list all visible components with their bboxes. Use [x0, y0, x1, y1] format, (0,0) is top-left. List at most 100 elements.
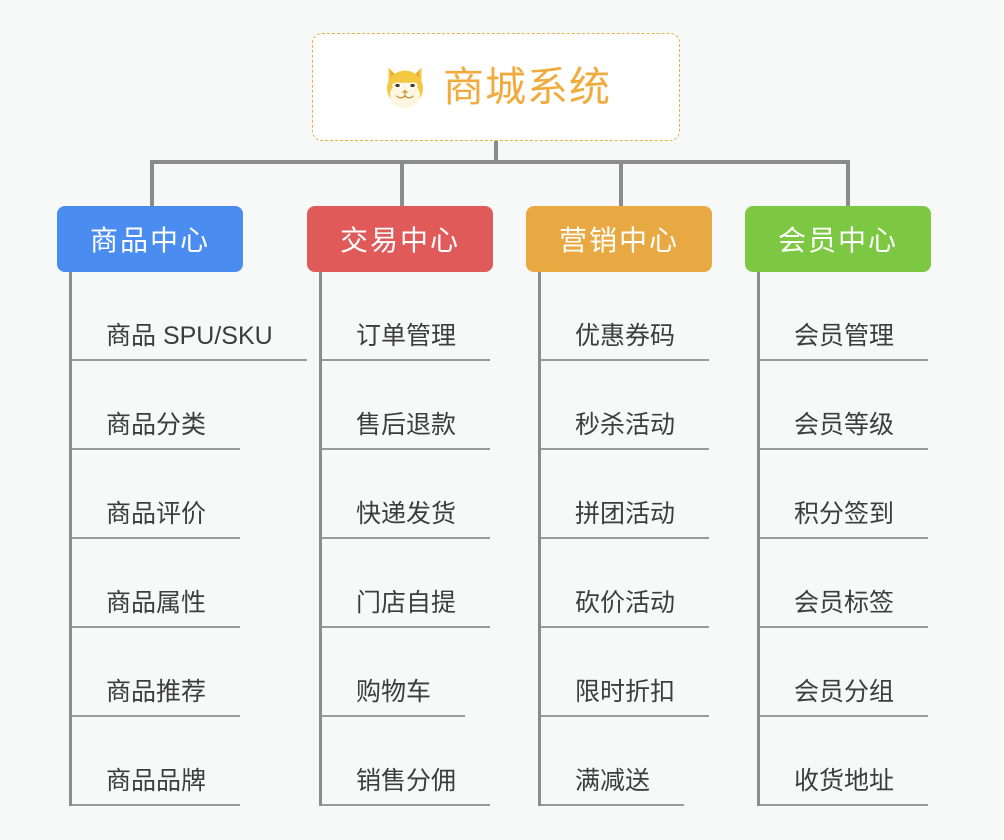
leaf-underline: 购物车: [322, 677, 466, 717]
branch-items: 订单管理售后退款快递发货门店自提购物车销售分佣: [319, 272, 493, 806]
branch-header[interactable]: 交易中心: [307, 206, 493, 272]
leaf-label: 优惠券码: [575, 321, 676, 350]
leaf-underline: 商品品牌: [72, 766, 241, 806]
leaf-node[interactable]: 购物车: [319, 628, 493, 717]
leaf-underline: 门店自提: [322, 589, 491, 628]
connector-stem: [494, 141, 498, 163]
branch-header-label: 交易中心: [339, 225, 460, 256]
leaf-label: 限时折扣: [575, 677, 676, 706]
leaf-node[interactable]: 会员等级: [757, 361, 931, 450]
leaf-underline: 限时折扣: [541, 677, 710, 717]
shiba-dog-icon: [387, 67, 423, 108]
leaf-label: 商品分类: [106, 410, 207, 439]
leaf-underline: 商品评价: [72, 499, 241, 539]
connector-bar: [150, 160, 850, 164]
leaf-label: 砍价活动: [575, 588, 676, 617]
leaf-label: 拼团活动: [575, 499, 676, 528]
branch-items: 商品 SPU/SKU 商品分类商品评价商品属性商品推荐商品品牌: [69, 272, 307, 806]
leaf-node[interactable]: 秒杀活动: [538, 361, 712, 450]
leaf-underline: 商品 SPU/SKU: [72, 321, 307, 361]
branch-header[interactable]: 会员中心: [745, 206, 931, 272]
leaf-label: 快递发货: [356, 499, 457, 528]
leaf-node[interactable]: 售后退款: [319, 361, 493, 450]
leaf-label: 收货地址: [794, 766, 895, 795]
leaf-underline: 会员等级: [760, 410, 929, 450]
branch-header[interactable]: 营销中心: [526, 206, 712, 272]
root-title: 商城系统: [443, 63, 611, 110]
leaf-label: 会员等级: [794, 410, 895, 439]
leaf-node[interactable]: 商品评价: [69, 450, 307, 539]
leaf-node[interactable]: 销售分佣: [319, 717, 493, 806]
leaf-node[interactable]: 收货地址: [757, 717, 931, 806]
leaf-node[interactable]: 订单管理: [319, 272, 493, 361]
leaf-label: 满减送: [575, 766, 651, 795]
leaf-node[interactable]: 满减送: [538, 717, 712, 806]
leaf-underline: 秒杀活动: [541, 410, 710, 450]
leaf-underline: 会员标签: [760, 588, 929, 628]
branch-column-3: 营销中心优惠券码秒杀活动拼团活动砍价活动限时折扣满减送: [526, 206, 712, 806]
leaf-underline: 销售分佣: [322, 766, 491, 806]
branch-spine: [319, 272, 322, 806]
leaf-label: 商品评价: [106, 499, 207, 528]
leaf-underline: 商品推荐: [72, 677, 241, 717]
connector-drop-3: [619, 160, 623, 206]
branch-spine: [69, 272, 72, 806]
leaf-node[interactable]: 商品品牌: [69, 717, 307, 806]
leaf-underline: 拼团活动: [541, 499, 710, 539]
branch-column-2: 交易中心订单管理售后退款快递发货门店自提购物车销售分佣: [307, 206, 493, 806]
leaf-label: 商品推荐: [106, 677, 207, 706]
leaf-label: 积分签到: [794, 499, 895, 528]
leaf-node[interactable]: 会员管理: [757, 272, 931, 361]
leaf-node[interactable]: 商品分类: [69, 361, 307, 450]
leaf-node[interactable]: 优惠券码: [538, 272, 712, 361]
leaf-label: 会员管理: [794, 321, 895, 350]
leaf-underline: 售后退款: [322, 410, 491, 450]
leaf-label: 商品品牌: [106, 766, 207, 795]
leaf-label: 会员标签: [794, 588, 895, 617]
branch-header-label: 营销中心: [558, 225, 679, 256]
leaf-underline: 优惠券码: [541, 321, 710, 361]
leaf-underline: 订单管理: [322, 321, 491, 361]
leaf-underline: 商品分类: [72, 410, 241, 450]
leaf-underline: 砍价活动: [541, 588, 710, 628]
branch-spine: [757, 272, 760, 806]
branch-spine: [538, 272, 541, 806]
branch-items: 优惠券码秒杀活动拼团活动砍价活动限时折扣满减送: [538, 272, 712, 806]
leaf-label: 会员分组: [794, 677, 895, 706]
leaf-underline: 满减送: [541, 766, 685, 806]
branch-header-label: 会员中心: [777, 225, 898, 256]
leaf-node[interactable]: 会员标签: [757, 539, 931, 628]
leaf-node[interactable]: 积分签到: [757, 450, 931, 539]
leaf-node[interactable]: 商品属性: [69, 539, 307, 628]
leaf-node[interactable]: 限时折扣: [538, 628, 712, 717]
connector-drop-4: [846, 160, 850, 206]
connector-drop-1: [150, 160, 154, 206]
leaf-node[interactable]: 拼团活动: [538, 450, 712, 539]
branch-column-4: 会员中心会员管理会员等级积分签到会员标签会员分组收货地址: [745, 206, 931, 806]
leaf-node[interactable]: 商品 SPU/SKU: [69, 272, 307, 361]
branch-items: 会员管理会员等级积分签到会员标签会员分组收货地址: [757, 272, 931, 806]
leaf-label: 售后退款: [356, 410, 457, 439]
leaf-node[interactable]: 商品推荐: [69, 628, 307, 717]
leaf-node[interactable]: 会员分组: [757, 628, 931, 717]
leaf-node[interactable]: 快递发货: [319, 450, 493, 539]
leaf-node[interactable]: 砍价活动: [538, 539, 712, 628]
leaf-label: 商品 SPU/SKU: [106, 321, 273, 350]
leaf-underline: 会员分组: [760, 677, 929, 717]
leaf-label: 销售分佣: [356, 766, 457, 795]
branch-header[interactable]: 商品中心: [57, 206, 243, 272]
branch-column-1: 商品中心商品 SPU/SKU 商品分类商品评价商品属性商品推荐商品品牌: [57, 206, 307, 806]
leaf-node[interactable]: 门店自提: [319, 539, 493, 628]
leaf-label: 秒杀活动: [575, 410, 676, 439]
root-node[interactable]: 商城系统: [312, 33, 680, 141]
connector-drop-2: [400, 160, 404, 206]
leaf-underline: 积分签到: [760, 499, 929, 539]
leaf-label: 商品属性: [106, 588, 207, 617]
leaf-underline: 收货地址: [760, 766, 929, 806]
leaf-underline: 会员管理: [760, 321, 929, 361]
leaf-label: 购物车: [356, 677, 432, 706]
leaf-label: 订单管理: [356, 321, 457, 350]
leaf-underline: 快递发货: [322, 499, 491, 539]
branch-header-label: 商品中心: [89, 225, 210, 256]
